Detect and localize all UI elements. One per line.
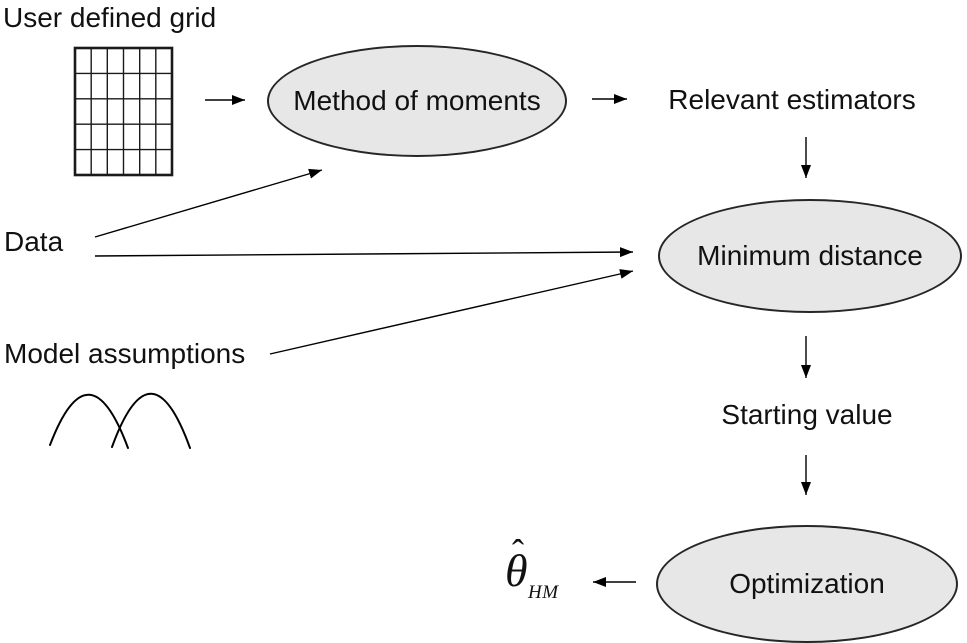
grid-icon bbox=[73, 46, 174, 177]
theta-subscript: HM bbox=[528, 582, 559, 603]
node-minimum-distance: Minimum distance bbox=[658, 199, 962, 313]
node-method-of-moments: Method of moments bbox=[267, 45, 567, 157]
theta-hat-accent: ˆ bbox=[512, 532, 524, 572]
theta-symbol: θ bbox=[505, 545, 528, 596]
label-model-assumptions: Model assumptions bbox=[4, 338, 246, 369]
label-user-defined-grid: User defined grid bbox=[3, 2, 217, 33]
label-starting-value: Starting value bbox=[721, 399, 893, 430]
label-relevant-estimators: Relevant estimators bbox=[668, 84, 916, 115]
arrow-model-assumptions-to-minimum-distance bbox=[269, 269, 634, 355]
node-optimization-label: Optimization bbox=[729, 568, 885, 599]
label-data: Data bbox=[4, 226, 64, 257]
node-method-of-moments-label: Method of moments bbox=[293, 85, 541, 116]
arrow-data-to-minimum-distance bbox=[94, 247, 634, 258]
arrow-data-to-method-of-moments bbox=[94, 168, 323, 238]
overlapping-distributions-icon bbox=[49, 392, 191, 449]
node-optimization: Optimization bbox=[656, 525, 958, 643]
theta-hat-hm: ˆ θ HM bbox=[501, 532, 591, 616]
node-minimum-distance-label: Minimum distance bbox=[697, 240, 923, 271]
